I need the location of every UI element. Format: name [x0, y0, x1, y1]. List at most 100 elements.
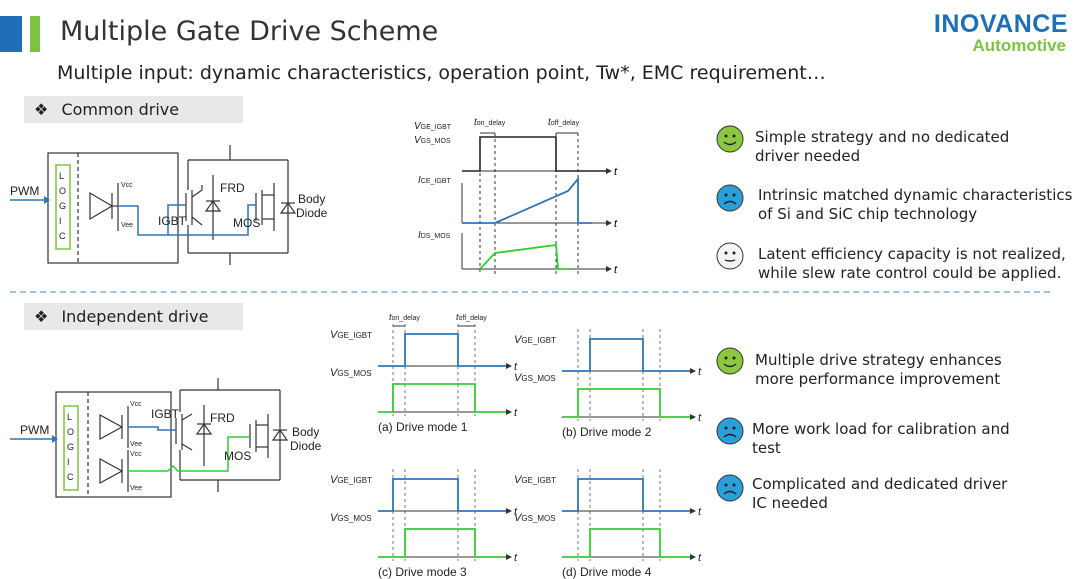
body-diode-label: Diode	[296, 206, 328, 220]
vgs-label: VGS_MOS	[330, 367, 372, 379]
vge-label: VGE_IGBT	[330, 329, 372, 341]
vgs-sub: GS_MOS	[421, 138, 451, 145]
vge-letter: V	[514, 334, 523, 346]
ton-label: ton_delay	[389, 312, 420, 322]
ids-label: I	[418, 230, 421, 241]
vgs-pulse	[378, 528, 506, 558]
ton-letter: t	[389, 312, 392, 322]
vgs-sub: GS_MOS	[521, 374, 555, 383]
logic-letter: L	[67, 412, 72, 422]
common-point-2-text: Intrinsic matched dynamic characteristic…	[758, 186, 1073, 223]
body-diode-label: Body	[298, 192, 325, 206]
page-title: Multiple Gate Drive Scheme	[60, 16, 439, 47]
vgs-pulse	[562, 528, 690, 558]
frd-label: FRD	[220, 181, 245, 195]
igbt-label: IGBT	[158, 214, 187, 228]
logic-letter: I	[59, 216, 62, 226]
vee-label: Vee	[130, 485, 142, 492]
vgs-letter: V	[330, 512, 339, 524]
smiley-neutral-icon	[716, 242, 744, 270]
vge-sub: GE_IGBT	[521, 476, 556, 485]
vcc-label: Vcc	[121, 182, 133, 189]
ice-sub: CE_IGBT	[421, 178, 452, 185]
independent-point-2	[716, 417, 744, 449]
t-axis-label: t	[698, 366, 702, 378]
mos-label: MOS	[233, 216, 260, 230]
vgs-letter: V	[330, 367, 339, 379]
logic-letter: L	[59, 171, 64, 181]
vge-pulse	[562, 338, 690, 372]
vgs-label: VGS_MOS	[330, 512, 372, 524]
t-axis-label: t	[698, 506, 702, 518]
section-title: Independent drive	[61, 307, 209, 326]
independent-point-3-text: Complicated and dedicated driver IC need…	[752, 475, 1008, 512]
body-diode-label: Body	[292, 425, 319, 439]
t-axis-label: t	[614, 264, 618, 276]
ton-label: t	[474, 117, 478, 128]
frd-label: FRD	[210, 411, 235, 425]
independent-point-1	[716, 347, 744, 379]
ice-label: I	[418, 175, 421, 186]
ton-sub: on_delay	[477, 120, 506, 127]
mos-label: MOS	[224, 449, 251, 463]
t-axis-label: t	[514, 361, 518, 373]
t-axis-label: t	[698, 412, 702, 424]
drive-mode-caption: (d) Drive mode 4	[562, 565, 652, 579]
section-independent-drive: ❖ Independent drive	[24, 303, 243, 330]
vgs-pulse	[378, 383, 506, 413]
vgs-pulse	[562, 388, 690, 418]
svg-text:toff_delay: toff_delay	[548, 117, 580, 128]
vge-sub: GE_IGBT	[521, 336, 556, 345]
vge-label: V	[414, 121, 422, 132]
common-point-1	[716, 125, 744, 157]
independent-drive-circuit: PWM L O G I C Vcc Vee Vcc Vee IGBT FRD M…	[10, 378, 322, 498]
smiley-sad-icon	[716, 184, 744, 212]
smiley-sad-icon	[716, 474, 744, 502]
vgs-letter: V	[514, 512, 523, 524]
svg-text:IDS_MOS: IDS_MOS	[418, 230, 451, 241]
accent-bar-green	[30, 16, 40, 52]
svg-text:VGE_IGBT: VGE_IGBT	[414, 121, 452, 132]
drive-mode-caption: (b) Drive mode 2	[562, 425, 652, 439]
vgs-sub: GS_MOS	[337, 369, 371, 378]
vgs-label: VGS_MOS	[514, 512, 556, 524]
vgs-sub: GS_MOS	[337, 514, 371, 523]
t-axis-label: t	[514, 506, 518, 518]
vge-sub: GE_IGBT	[337, 331, 372, 340]
section-divider	[10, 291, 1050, 293]
svg-text:ICE_IGBT: ICE_IGBT	[418, 175, 451, 186]
logo-automotive: Automotive	[972, 36, 1067, 55]
smiley-happy-icon	[716, 347, 744, 375]
vgs-letter: V	[514, 372, 523, 384]
vge-label: VGE_IGBT	[330, 474, 372, 486]
vge-label: VGE_IGBT	[514, 474, 556, 486]
page-subtitle: Multiple input: dynamic characteristics,…	[57, 62, 826, 84]
drive-mode-caption: (c) Drive mode 3	[378, 565, 467, 579]
logic-letter: C	[59, 231, 66, 241]
pwm-label: PWM	[10, 184, 39, 198]
vge-pulse	[378, 333, 506, 367]
pwm-label: PWM	[20, 423, 49, 437]
toff-label: t	[548, 117, 552, 128]
toff-label: toff_delay	[456, 312, 487, 322]
drive-mode-caption: (a) Drive mode 1	[378, 420, 468, 434]
diamond-bullet-icon: ❖	[34, 307, 49, 326]
logic-letter: G	[59, 201, 66, 211]
vcc-label: Vcc	[130, 451, 142, 458]
toff-sub: off_delay	[551, 120, 580, 127]
vge-letter: V	[330, 474, 339, 486]
section-common-drive: ❖ Common drive	[24, 96, 243, 123]
t-axis-label: t	[514, 407, 518, 419]
vge-sub: GE_IGBT	[421, 124, 452, 131]
vcc-label: Vcc	[130, 401, 142, 408]
vee-label: Vee	[130, 441, 142, 448]
ids-sub: DS_MOS	[421, 233, 451, 240]
svg-text:VGS_MOS: VGS_MOS	[414, 135, 451, 146]
logic-letter: O	[67, 427, 74, 437]
smiley-sad-icon	[716, 417, 744, 445]
vgs-label: V	[414, 135, 422, 146]
t-axis-label: t	[514, 552, 518, 564]
svg-text:ton_delay: ton_delay	[474, 117, 506, 128]
